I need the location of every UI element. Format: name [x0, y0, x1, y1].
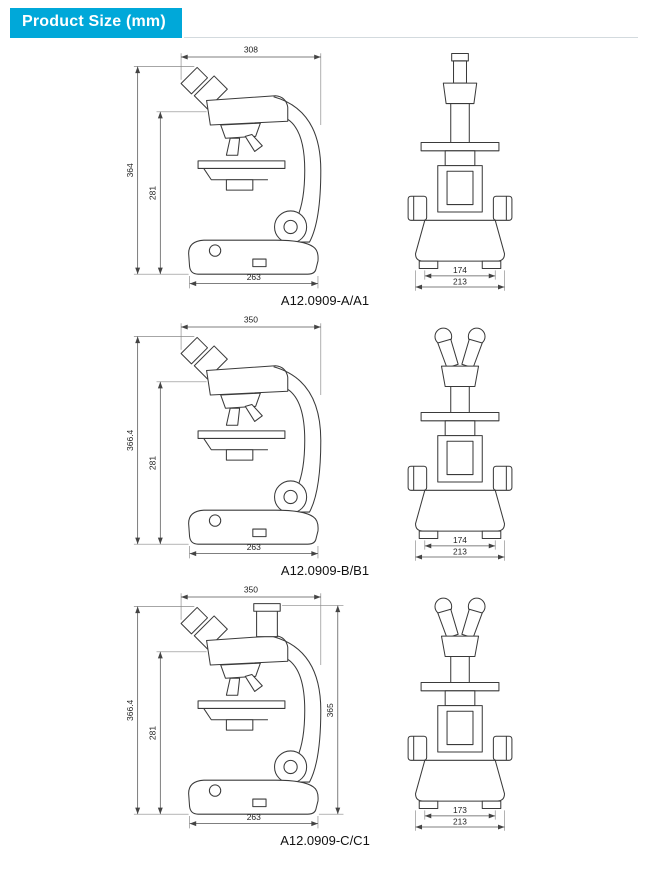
header-rule: [183, 37, 638, 38]
dim-label-top-width: 350: [243, 584, 257, 594]
dim-label-top-width: 308: [243, 44, 257, 54]
dimension-top-width: 350: [180, 314, 321, 396]
dim-label-front-stage-width: 174: [453, 535, 467, 545]
binocular-head-outline: [433, 597, 486, 683]
dimension-total-height: 364: [124, 66, 194, 275]
dim-label-total-height: 364: [124, 163, 134, 177]
dimension-base-width: 263: [188, 272, 318, 289]
title-banner: Product Size (mm): [10, 8, 182, 38]
microscope-side-view-drawing: 350 366.4 281: [124, 314, 321, 559]
page-title: Product Size (mm): [22, 13, 166, 30]
dim-label-stage-height: 281: [147, 456, 157, 470]
dimension-front-base-width: 213: [414, 810, 505, 831]
trinocular-phototube-outline: [252, 603, 281, 638]
microscope-front-view-drawing: 174 213: [407, 53, 512, 291]
dim-label-base-width: 263: [246, 272, 260, 282]
dim-label-base-width: 263: [246, 542, 260, 552]
figure-label: A12.0909-B/B1: [280, 563, 370, 578]
dim-label-right-height: 365: [325, 703, 335, 717]
microscope-side-outline: [180, 606, 321, 815]
microscope-front-view-drawing: 174 213: [407, 327, 512, 561]
dimension-base-width: 263: [188, 542, 318, 559]
dimension-front-base-width: 213: [414, 540, 505, 561]
dimension-front-stage-width: 174: [423, 265, 496, 280]
binocular-head-outline: [433, 327, 486, 413]
microscope-front-outline: [407, 681, 512, 810]
figure-row-c: 350 366.4 281: [0, 580, 650, 848]
dimension-front-base-width: 213: [414, 270, 505, 291]
figure-label: A12.0909-A/A1: [280, 293, 370, 308]
dim-label-front-stage-width: 173: [453, 805, 467, 815]
dimension-stage-height: 281: [147, 381, 207, 545]
dim-label-stage-height: 281: [147, 186, 157, 200]
dim-label-front-base-width: 213: [453, 816, 467, 826]
microscope-side-outline: [180, 66, 321, 275]
dimension-stage-height: 281: [147, 651, 207, 815]
microscope-side-view-drawing: 308 364 281: [124, 44, 321, 289]
microscope-front-outline: [407, 141, 512, 270]
microscope-front-view-drawing: 173 213: [407, 597, 512, 831]
dim-label-front-stage-width: 174: [453, 265, 467, 275]
dimension-base-width: 263: [188, 812, 318, 829]
figure-label: A12.0909-C/C1: [280, 833, 370, 848]
page-header: Product Size (mm): [0, 0, 650, 38]
dim-label-total-height: 366.4: [124, 699, 134, 721]
dim-label-front-base-width: 213: [453, 276, 467, 286]
figure-views: 350 366.4 281: [115, 580, 536, 835]
dimension-stage-height: 281: [147, 111, 207, 275]
dim-label-top-width: 350: [243, 314, 257, 324]
figure-row-a: 308 364 281: [0, 40, 650, 308]
microscope-front-outline: [407, 411, 512, 540]
microscope-side-view-drawing: 350 366.4 281: [124, 584, 343, 829]
microscope-side-outline: [180, 336, 321, 545]
dimension-total-height: 366.4: [124, 336, 194, 545]
dimension-front-stage-width: 173: [423, 805, 496, 820]
monocular-head-outline: [442, 53, 477, 143]
dim-label-total-height: 366.4: [124, 429, 134, 451]
dimension-front-stage-width: 174: [423, 535, 496, 550]
dim-label-stage-height: 281: [147, 726, 157, 740]
dim-label-base-width: 263: [246, 812, 260, 822]
dim-label-front-base-width: 213: [453, 546, 467, 556]
dimension-right-height: 365: [281, 605, 343, 815]
dimension-total-height: 366.4: [124, 606, 194, 815]
figure-views: 308 364 281: [115, 40, 536, 295]
figure-row-b: 350 366.4 281: [0, 310, 650, 578]
figure-views: 350 366.4 281: [115, 310, 536, 565]
